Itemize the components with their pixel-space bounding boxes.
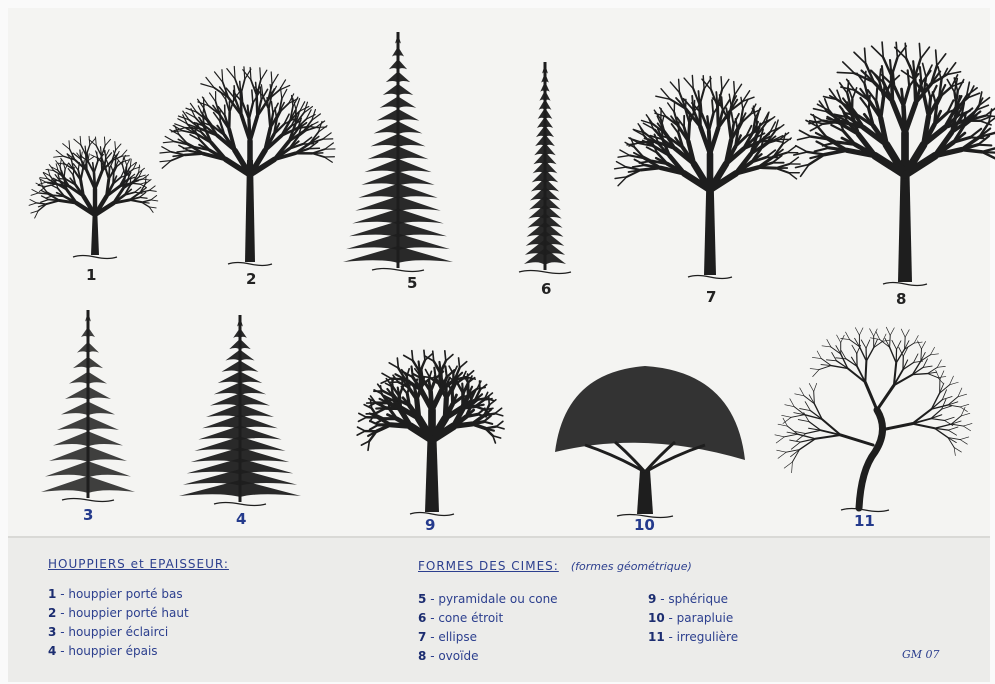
legend-number: 2 — [48, 606, 56, 620]
tree-7-ellipse — [615, 75, 801, 278]
legend-note: (formes géométrique) — [571, 560, 692, 573]
tree-number-8: 8 — [896, 290, 906, 308]
tree-9-spherique — [357, 350, 504, 515]
tree-number-5: 5 — [407, 274, 417, 292]
legend-number: 7 — [418, 630, 426, 644]
legend-item: 10 - parapluie — [648, 609, 738, 628]
legend-text: - irregulière — [669, 630, 739, 644]
tree-5-pyramidale — [343, 32, 453, 272]
legend-text: - houppier porté bas — [60, 587, 182, 601]
legend-formes-suite: 9 - sphérique 10 - parapluie 11 - irregu… — [648, 590, 738, 647]
tree-number-7: 7 — [706, 288, 716, 306]
legend-text: - ellipse — [430, 630, 477, 644]
tree-3-houppier-eclairci — [41, 310, 135, 502]
legend-item: 2 - houppier porté haut — [48, 604, 229, 623]
legend-item: 11 - irregulière — [648, 628, 738, 647]
tree-1-houppier-porte-bas — [29, 136, 158, 258]
legend-number: 3 — [48, 625, 56, 639]
legend-number: 9 — [648, 592, 656, 606]
tree-10-parapluie — [555, 366, 745, 518]
legend-number: 5 — [418, 592, 426, 606]
legend-text: - houppier épais — [60, 644, 157, 658]
tree-11-irreguliere — [775, 327, 972, 511]
legend-title-houppiers: HOUPPIERS et EPAISSEUR: — [48, 557, 229, 571]
tree-number-4: 4 — [236, 510, 246, 528]
tree-4-houppier-epais — [179, 315, 301, 506]
legend-number: 1 — [48, 587, 56, 601]
legend-number: 11 — [648, 630, 665, 644]
legend-houppiers: HOUPPIERS et EPAISSEUR: 1 - houppier por… — [48, 557, 229, 661]
legend-text: - houppier porté haut — [60, 606, 188, 620]
legend-number: 10 — [648, 611, 665, 625]
tree-2-houppier-porte-haut — [160, 66, 335, 265]
tree-number-3: 3 — [83, 506, 93, 524]
legend-text: - pyramidale ou cone — [430, 592, 557, 606]
tree-number-11: 11 — [854, 512, 875, 530]
legend-text: - houppier éclairci — [60, 625, 168, 639]
legend-item: 9 - sphérique — [648, 590, 738, 609]
legend-item: 3 - houppier éclairci — [48, 623, 229, 642]
tree-number-10: 10 — [634, 516, 655, 534]
legend-text: - parapluie — [669, 611, 734, 625]
tree-number-2: 2 — [246, 270, 256, 288]
legend-text: - cone étroit — [430, 611, 503, 625]
tree-number-6: 6 — [541, 280, 551, 298]
tree-6-cone-etroit — [519, 62, 571, 274]
legend-number: 4 — [48, 644, 56, 658]
legend-number: 6 — [418, 611, 426, 625]
legend-item: 1 - houppier porté bas — [48, 585, 229, 604]
legend-text: - sphérique — [660, 592, 728, 606]
legend-number: 8 — [418, 649, 426, 663]
signature: GM 07 — [902, 648, 940, 661]
legend-item: 4 - houppier épais — [48, 642, 229, 661]
legend-text: - ovoïde — [430, 649, 478, 663]
tree-8-ovoide — [794, 42, 995, 285]
tree-number-1: 1 — [86, 266, 96, 284]
legend-item: 8 - ovoïde — [418, 647, 692, 666]
legend-title-formes: FORMES DES CIMES: — [418, 559, 559, 573]
tree-number-9: 9 — [425, 516, 435, 534]
